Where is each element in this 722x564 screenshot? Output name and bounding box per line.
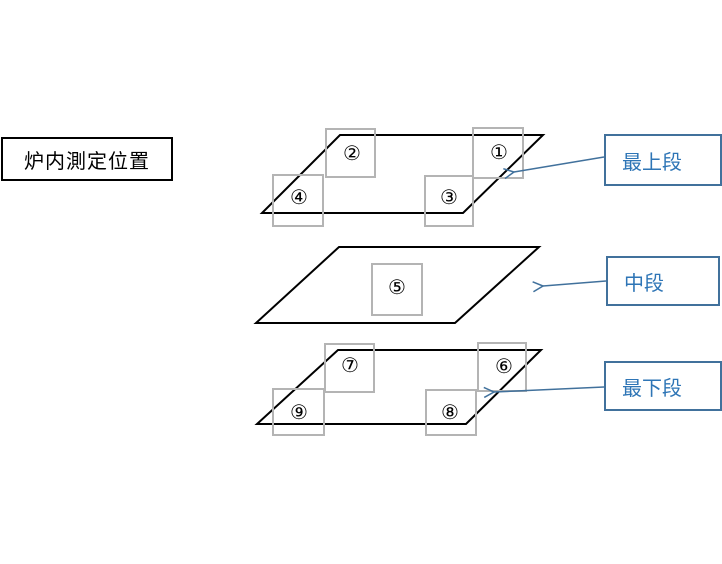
- bottom-level-plane: [254, 349, 544, 425]
- marker-box-3: [424, 175, 474, 227]
- bottom-level-arrow: [494, 386, 605, 392]
- title-box: 炉内測定位置: [1, 137, 173, 181]
- marker-box-7: [324, 343, 375, 393]
- marker-label-9: ⑨: [290, 400, 308, 424]
- middle-level-arrow: [543, 280, 607, 286]
- marker-label-2: ②: [343, 141, 361, 165]
- middle-level-label: 中段: [624, 270, 664, 295]
- top-level-label: 最上段: [622, 149, 682, 174]
- marker-box-4: [272, 174, 324, 227]
- bottom-level-label: 最下段: [622, 375, 682, 400]
- marker-label-1: ①: [490, 140, 508, 164]
- top-level-plane: [259, 134, 546, 214]
- title-text: 炉内測定位置: [24, 148, 150, 173]
- marker-box-8: [425, 389, 477, 436]
- marker-label-5: ⑤: [388, 275, 406, 299]
- middle-level-plane: [253, 246, 542, 324]
- marker-label-6: ⑥: [495, 354, 513, 378]
- marker-label-8: ⑧: [441, 400, 459, 424]
- bottom-level-label-box: 最下段: [604, 361, 722, 411]
- marker-label-3: ③: [440, 185, 458, 209]
- marker-label-7: ⑦: [341, 353, 359, 377]
- top-level-arrow: [514, 156, 605, 172]
- marker-label-4: ④: [290, 185, 308, 209]
- marker-box-2: [325, 128, 376, 178]
- marker-box-5: [371, 263, 423, 316]
- marker-box-9: [272, 388, 325, 436]
- top-level-label-box: 最上段: [604, 134, 722, 186]
- marker-box-1: [472, 127, 524, 179]
- middle-level-label-box: 中段: [606, 256, 720, 306]
